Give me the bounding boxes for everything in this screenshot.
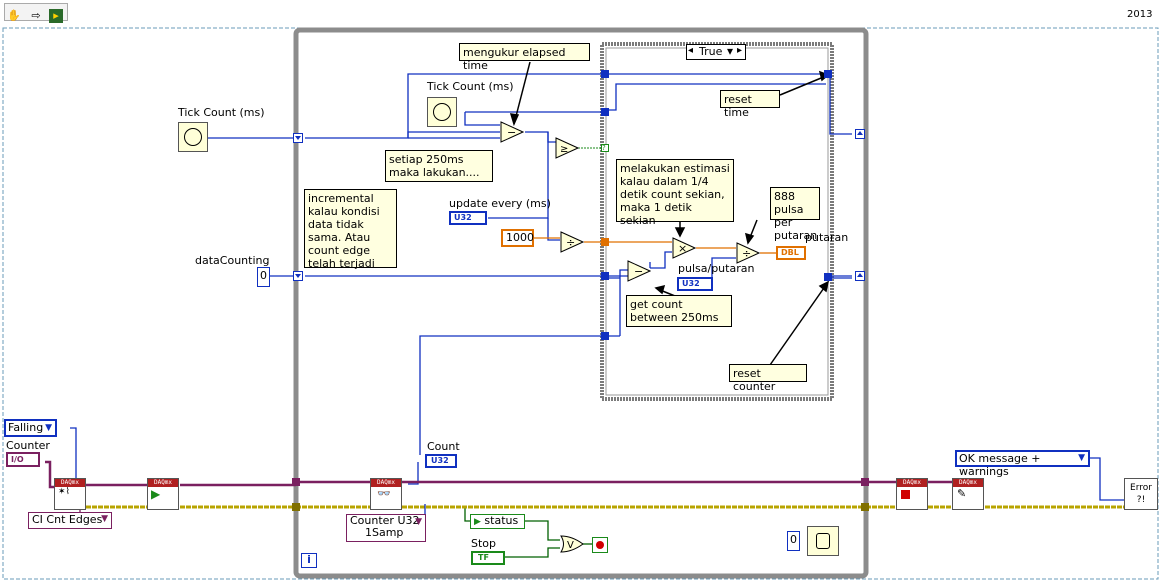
svg-text:≥: ≥ [560, 144, 568, 155]
case-tunnel[interactable] [601, 238, 609, 246]
svg-text:V: V [567, 540, 574, 551]
daqmx-read-node[interactable]: DAQmx 👓 [370, 478, 402, 510]
count-indicator[interactable]: U32 [425, 454, 457, 468]
wait-ms-icon[interactable] [807, 526, 839, 556]
putaran-indicator[interactable]: DBL [776, 246, 806, 260]
note-elapsed[interactable]: mengukur elapsed time [459, 43, 590, 72]
note-setiap[interactable]: setiap 250ms maka lakukan.... [385, 150, 493, 182]
status-indicator[interactable]: ▶ status [470, 514, 525, 529]
loop-iteration-terminal[interactable]: i [301, 553, 317, 568]
case-tunnel[interactable] [601, 108, 609, 116]
case-tunnel[interactable] [601, 332, 609, 340]
counter-u32-selector[interactable]: Counter U32 1Samp ▼ [346, 514, 426, 542]
counter-label: Counter [6, 439, 50, 452]
loop-tunnel-task[interactable] [292, 478, 300, 486]
counter-u32-value: Counter U32 [350, 514, 420, 527]
shift-register-right-count[interactable] [855, 271, 865, 281]
loop-condition-stop-icon[interactable] [592, 537, 608, 553]
case-tunnel[interactable] [601, 70, 609, 78]
stopwatch-icon [184, 128, 202, 146]
tick-count-outer-label: Tick Count (ms) [178, 106, 265, 119]
loop-tunnel-task[interactable] [861, 478, 869, 486]
case-menu-icon[interactable]: ▾ [727, 44, 734, 58]
greater-equal-node[interactable]: ≥ [555, 137, 580, 159]
svg-text:−: − [507, 126, 516, 139]
daqmx-stop-task-node[interactable]: DAQmx [896, 478, 928, 510]
ok-message-value: OK message + warnings [959, 452, 1041, 478]
note-888[interactable]: 888 pulsa per putaran [770, 187, 820, 242]
one-samp-value: 1Samp [365, 526, 404, 539]
pulsa-putaran-control[interactable]: U32 [677, 277, 713, 291]
tick-count-inner[interactable] [427, 97, 457, 127]
case-tunnel[interactable] [824, 70, 832, 78]
update-every-control[interactable]: U32 [449, 211, 487, 225]
note-get-count[interactable]: get count between 250ms [626, 295, 732, 327]
count-label: Count [427, 440, 460, 453]
wait-const[interactable]: 0 [787, 531, 800, 551]
const-1000[interactable]: 1000 [501, 229, 534, 247]
divide-node[interactable]: ÷ [560, 231, 585, 253]
daqmx-clear-task-node[interactable]: DAQmx ✎ [952, 478, 984, 510]
loop-tunnel-error[interactable] [292, 503, 300, 511]
note-reset-counter[interactable]: reset counter [729, 364, 807, 393]
falling-enum[interactable]: Falling▼ [4, 419, 57, 437]
subtract-count-node[interactable]: − [627, 260, 652, 282]
falling-value: Falling [8, 421, 44, 434]
case-decrement-icon[interactable]: ◂ [688, 45, 694, 56]
case-increment-icon[interactable]: ▸ [737, 45, 743, 56]
case-tunnel[interactable] [601, 272, 609, 280]
status-arrow-icon: ▶ [474, 517, 481, 527]
case-tunnel[interactable] [824, 273, 832, 281]
svg-text:÷: ÷ [566, 236, 575, 249]
data-counting-label: dataCounting [195, 254, 270, 267]
update-every-label: update every (ms) [449, 197, 551, 210]
tick-count-outer[interactable] [178, 122, 208, 152]
subtract-node[interactable]: − [500, 121, 525, 143]
version-badge: 2013 [1127, 9, 1153, 20]
svg-text:×: × [678, 242, 687, 255]
case-selector[interactable]: ◂ True ▾ ▸ [686, 44, 746, 60]
ok-message-enum[interactable]: OK message + warnings ▼ [955, 450, 1090, 478]
stop-control[interactable]: TF [471, 551, 505, 565]
status-label: status [484, 514, 519, 527]
putaran-label: putaran [805, 231, 849, 244]
highlight-icon[interactable]: ▸ [49, 9, 63, 23]
toolbar: ✋ ⇨ ▸ [4, 3, 68, 23]
divide-putaran-node[interactable]: ÷ [736, 242, 761, 264]
shift-register-left-count[interactable] [293, 271, 303, 281]
dropdown-arrow-icon: ▼ [101, 514, 108, 524]
error-handler-icon[interactable]: Error?! [1124, 478, 1158, 510]
loop-tunnel-error[interactable] [861, 503, 869, 511]
data-counting-const[interactable]: 0 [257, 267, 270, 287]
dropdown-arrow-icon: ▼ [45, 423, 52, 433]
multiply-node[interactable]: × [672, 237, 697, 259]
daqmx-create-channel-node[interactable]: DAQmx ✶⌇ [54, 478, 86, 510]
stop-label: Stop [471, 537, 497, 550]
case-selector-value: True [699, 45, 723, 58]
dropdown-arrow-icon: ▼ [1078, 453, 1085, 463]
note-estimasi[interactable]: melakukan estimasi kalau dalam 1/4 detik… [616, 159, 734, 227]
counter-io-control[interactable]: I/O [6, 452, 40, 467]
while-loop-border [293, 27, 869, 579]
tick-count-inner-label: Tick Count (ms) [427, 80, 514, 93]
hand-icon[interactable]: ✋ [7, 9, 21, 22]
case-selector-terminal[interactable]: ? [601, 144, 609, 152]
daqmx-start-task-node[interactable]: DAQmx ▶ [147, 478, 179, 510]
ci-cnt-edges-value: CI Cnt Edges [32, 513, 103, 526]
stopwatch-icon [433, 103, 451, 121]
svg-text:−: − [634, 265, 643, 278]
arrow-icon[interactable]: ⇨ [31, 9, 41, 22]
dropdown-arrow-icon: ▼ [415, 517, 422, 527]
shift-register-left-time[interactable] [293, 133, 303, 143]
note-incremental[interactable]: incremental kalau kondisi data tidak sam… [304, 189, 397, 270]
ci-cnt-edges-selector[interactable]: CI Cnt Edges▼ [28, 512, 112, 529]
svg-text:÷: ÷ [742, 247, 751, 260]
pulsa-putaran-label: pulsa/putaran [678, 262, 755, 275]
note-reset-time[interactable]: reset time [720, 90, 780, 119]
or-node[interactable]: V [560, 535, 584, 553]
shift-register-right-time[interactable] [855, 129, 865, 139]
